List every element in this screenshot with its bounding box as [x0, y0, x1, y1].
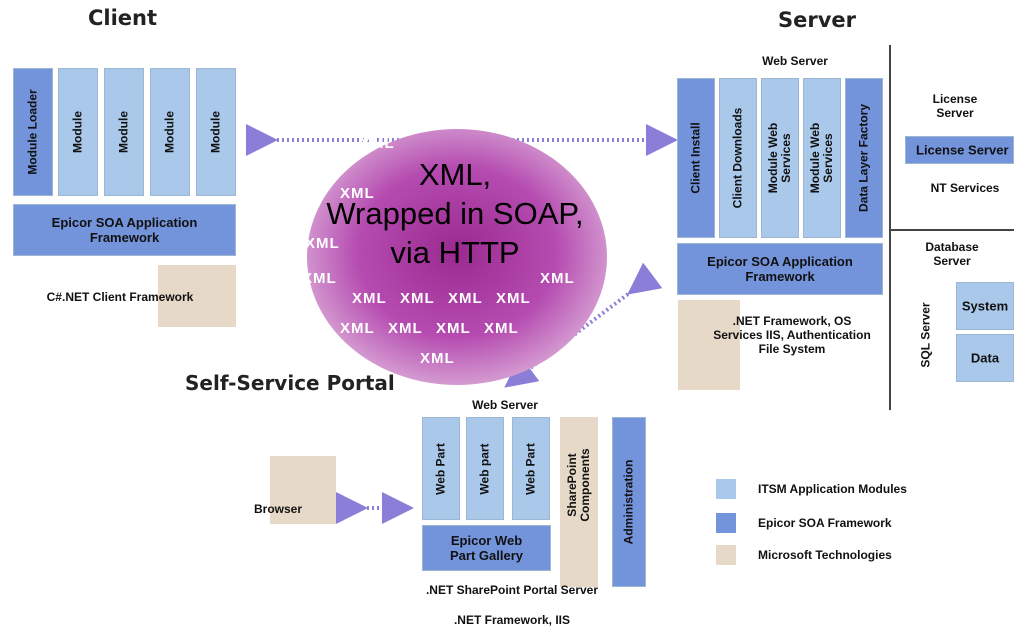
web-part-box: Web Part — [512, 417, 550, 520]
portal-web-server-heading: Web Server — [472, 398, 538, 412]
legend-swatch — [716, 479, 736, 499]
xml-pattern-text: XML — [420, 350, 455, 367]
xml-cloud — [307, 129, 607, 385]
browser-shape — [270, 456, 336, 524]
browser-label: Browser — [253, 502, 303, 516]
cloud-caption: XML, Wrapped in SOAP, via HTTP — [300, 155, 610, 272]
client-install-box: Client Install — [677, 78, 715, 238]
database-data-box: Data — [956, 334, 1014, 382]
module-loader-label: Module Loader — [25, 89, 40, 175]
portal-framework-label: .NET Framework, IIS — [453, 613, 571, 627]
module-label: Module — [70, 111, 85, 153]
xml-pattern-text: XML — [400, 290, 435, 307]
legend-label: Epicor SOA Framework — [758, 516, 892, 530]
client-install-label: Client Install — [688, 122, 703, 194]
portal-heading: Self-Service Portal — [185, 371, 395, 395]
client-downloads-label: Client Downloads — [730, 107, 745, 209]
module-label: Module — [162, 111, 177, 153]
web-part-label: Web Part — [433, 442, 448, 495]
web-part-gallery-label: Epicor Web Part Gallery — [450, 533, 523, 563]
nt-services-label: NT Services — [930, 181, 1000, 195]
module-web-services-label: Module Web Services — [808, 122, 835, 194]
server-soa-framework-label: Epicor SOA Application Framework — [707, 254, 853, 284]
sharepoint-components-box: SharePoint Components — [560, 417, 598, 587]
server-platform-label: .NET Framework, OS Services IIS, Authent… — [713, 314, 871, 356]
server-platform-shape — [678, 300, 740, 390]
client-framework-shape — [158, 265, 236, 327]
web-part-label: Web Part — [523, 442, 538, 495]
xml-pattern-text: XML — [540, 270, 575, 287]
module-web-services-label: Module Web Services — [766, 122, 793, 194]
database-server-heading: Database Server — [925, 240, 979, 268]
web-part-label: Web part — [477, 442, 492, 495]
module-label: Module — [116, 111, 131, 153]
module-web-services-box: Module Web Services — [803, 78, 841, 238]
client-soa-framework-box: Epicor SOA Application Framework — [13, 204, 236, 256]
server-portal-arrow — [504, 262, 663, 388]
web-part-box: Web part — [466, 417, 504, 520]
cloud-line-1: XML, — [418, 157, 492, 192]
xml-pattern-text: XML — [360, 135, 395, 152]
client-heading: Client — [88, 6, 158, 30]
portal-server-label: .NET SharePoint Portal Server — [425, 583, 599, 597]
web-part-box: Web Part — [422, 417, 460, 520]
legend-label: Microsoft Technologies — [758, 548, 892, 562]
client-module-box: Module — [104, 68, 144, 196]
license-server-heading: License Server — [932, 92, 978, 120]
xml-pattern-text: XML — [496, 290, 531, 307]
sharepoint-components-label: SharePoint Components — [565, 448, 592, 522]
client-module-box: Module — [58, 68, 98, 196]
cloud-line-3: via HTTP — [390, 235, 520, 270]
administration-label: Administration — [621, 459, 636, 545]
legend: ITSM Application Modules Epicor SOA Fram… — [716, 479, 1014, 569]
administration-box: Administration — [612, 417, 646, 587]
module-label: Module — [208, 111, 223, 153]
cloud-xml-pattern: XML XML XML XML XML XML XML XML XML XML … — [300, 130, 610, 385]
client-downloads-box: Client Downloads — [719, 78, 757, 238]
license-server-box: License Server — [905, 136, 1014, 164]
sql-server-area: SQL Server — [906, 290, 946, 380]
client-module-box: Module — [150, 68, 190, 196]
legend-swatch — [716, 513, 736, 533]
data-layer-factory-box: Data Layer Factory — [845, 78, 883, 238]
cloud-line-2: Wrapped in SOAP, — [326, 196, 584, 231]
client-framework-label: C#.NET Client Framework — [46, 290, 194, 304]
xml-pattern-text: XML — [484, 320, 519, 337]
data-layer-factory-label: Data Layer Factory — [856, 103, 871, 213]
license-server-label: License Server — [916, 142, 1009, 158]
client-soa-framework-label: Epicor SOA Application Framework — [51, 215, 198, 245]
server-web-server-heading: Web Server — [762, 54, 828, 68]
database-system-label: System — [961, 298, 1009, 314]
xml-pattern-text: XML — [305, 235, 340, 252]
xml-pattern-text: XML — [302, 270, 337, 287]
xml-pattern-text: XML — [448, 290, 483, 307]
module-loader-box: Module Loader — [13, 68, 53, 196]
client-module-box: Module — [196, 68, 236, 196]
xml-pattern-text: XML — [388, 320, 423, 337]
xml-pattern-text: XML — [352, 290, 387, 307]
legend-swatch — [716, 545, 736, 565]
xml-pattern-text: XML — [340, 185, 375, 202]
database-system-box: System — [956, 282, 1014, 330]
xml-pattern-text: XML — [436, 320, 471, 337]
web-part-gallery-box: Epicor Web Part Gallery — [422, 525, 551, 571]
xml-pattern-text: XML — [340, 320, 375, 337]
module-web-services-box: Module Web Services — [761, 78, 799, 238]
server-heading: Server — [778, 8, 857, 32]
database-data-label: Data — [970, 350, 1000, 366]
server-soa-framework-box: Epicor SOA Application Framework — [677, 243, 883, 295]
legend-label: ITSM Application Modules — [758, 482, 907, 496]
sql-server-label: SQL Server — [918, 302, 933, 368]
